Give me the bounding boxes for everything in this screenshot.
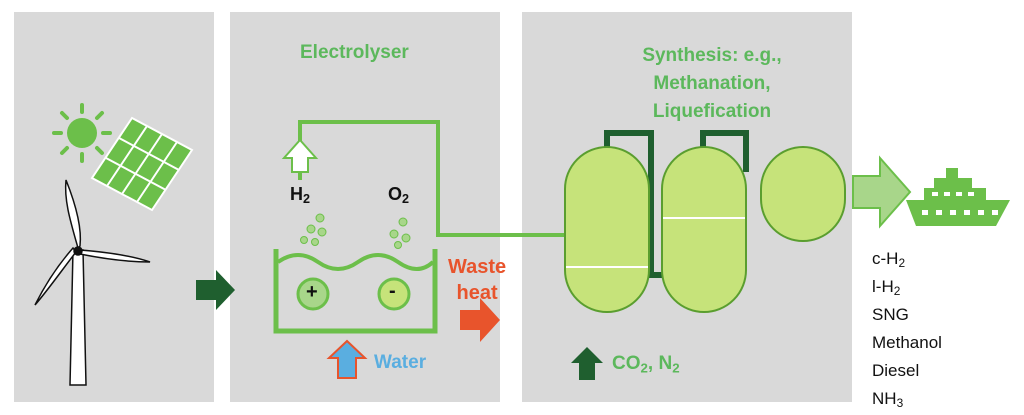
reactor-1 xyxy=(564,146,650,313)
product-item: c-H2 xyxy=(872,249,906,270)
flow-arrow-icon xyxy=(196,270,235,310)
water-surface xyxy=(276,253,435,271)
reactor-2 xyxy=(661,146,747,313)
hydrogen-arrow-icon xyxy=(281,138,319,173)
output-arrow-icon xyxy=(852,155,912,229)
co2-n2-label: CO2, N2 xyxy=(612,353,680,376)
solar-panel-icon xyxy=(90,116,194,212)
waste-heat-line1: Waste xyxy=(448,256,507,278)
synthesis-line2: Methanation, xyxy=(653,73,771,94)
waste-heat-line2: heat xyxy=(456,282,498,304)
anode xyxy=(296,277,330,311)
water-arrow-icon xyxy=(326,339,368,379)
waste-heat-label: Waste heat xyxy=(448,254,506,306)
hydrogen-label: H2 xyxy=(290,184,311,207)
product-item: l-H2 xyxy=(872,276,901,298)
product-item: Diesel xyxy=(872,360,920,380)
product-item: Methanol xyxy=(872,332,942,352)
co2-arrow-icon xyxy=(571,347,603,380)
reactor-3 xyxy=(760,146,846,242)
synthesis-title: Synthesis: e.g., Methanation, Liqueficat… xyxy=(622,42,802,126)
water-label: Water xyxy=(374,352,427,373)
electrolyser-tank xyxy=(273,249,438,334)
cathode xyxy=(377,277,411,311)
synthesis-line1: Synthesis: e.g., xyxy=(642,45,782,66)
synthesis-line3: Liquefication xyxy=(652,101,772,122)
oxygen-bubbles xyxy=(389,217,411,249)
sun-icon xyxy=(52,103,112,163)
oxygen-label: O2 xyxy=(388,184,410,207)
renewable-energy-panel xyxy=(14,12,214,402)
product-item: NH3 xyxy=(872,388,904,410)
electrolyser-panel xyxy=(230,12,500,402)
hydrogen-bubbles xyxy=(300,213,327,246)
wind-turbine-icon xyxy=(34,179,151,386)
cathode-sign: - xyxy=(389,280,396,302)
waste-heat-arrow-icon xyxy=(460,298,500,342)
products-list: c-H2 l-H2 SNG Methanol Diesel NH3 xyxy=(872,247,942,415)
anode-sign: + xyxy=(306,281,318,303)
electrolyser-wire xyxy=(298,120,565,237)
electrolyser-title: Electrolyser xyxy=(300,42,409,63)
ship-icon xyxy=(906,168,1010,226)
product-item: SNG xyxy=(872,304,909,324)
